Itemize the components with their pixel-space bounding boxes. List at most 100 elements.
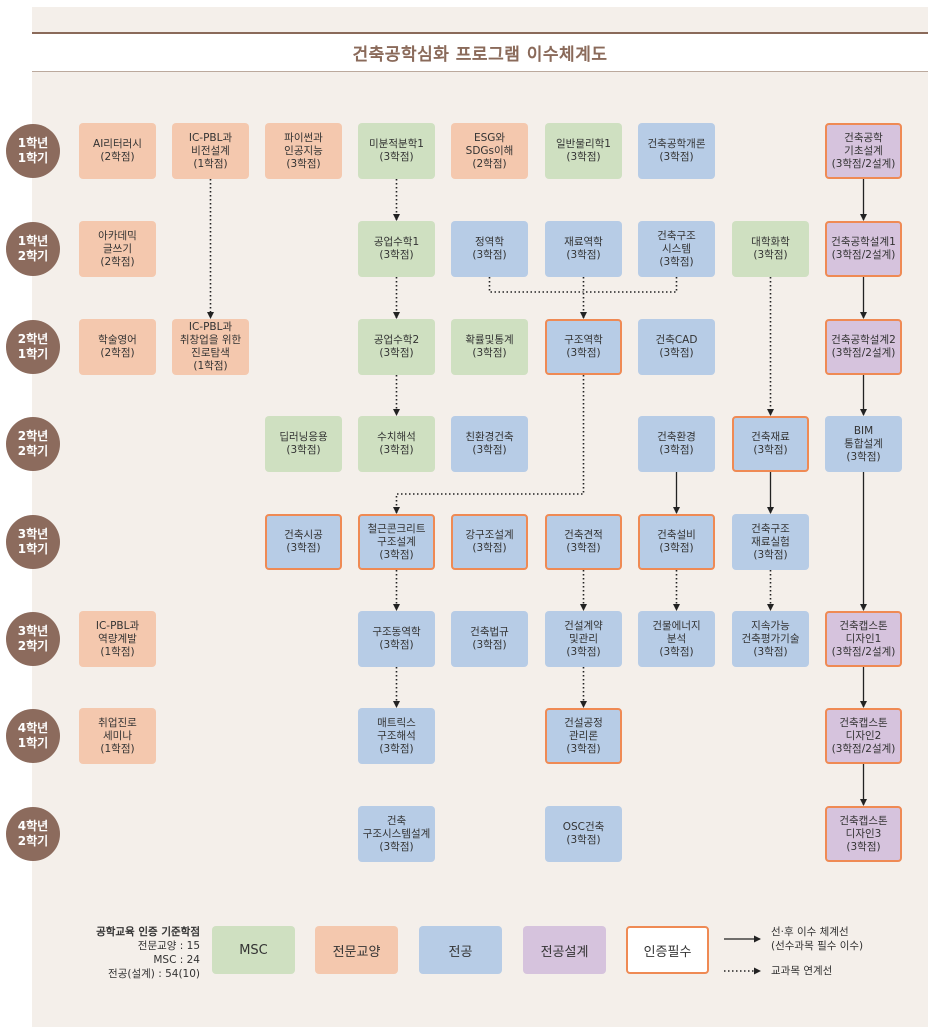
course-text: 역량계발 xyxy=(98,632,137,645)
course-eco-arch[interactable]: 친환경건축(3학점) xyxy=(451,416,528,472)
legend-major: 전공 xyxy=(419,926,502,974)
course-physics1[interactable]: 일반물리학1(3학점) xyxy=(545,123,622,179)
legend-prereq-label: 선·후 이수 체계선 (선수과목 필수 이수) xyxy=(771,925,863,953)
course-text: 건축캡스톤 xyxy=(839,814,888,827)
course-academic-english[interactable]: 학술영어(2학점) xyxy=(79,319,156,375)
course-osc[interactable]: OSC건축(3학점) xyxy=(545,806,622,862)
course-text: 건축 xyxy=(386,814,407,827)
course-probability[interactable]: 확률및통계(3학점) xyxy=(451,319,528,375)
page-title: 건축공학심화 프로그램 이수체계도 xyxy=(352,45,608,65)
title-bar: 건축공학심화 프로그램 이수체계도 xyxy=(32,32,928,72)
course-calculus1[interactable]: 미분적분학1(3학점) xyxy=(358,123,435,179)
course-text: (3학점) xyxy=(659,347,694,359)
course-text: (3학점/2설계) xyxy=(831,157,896,170)
course-text: 취업진로 xyxy=(98,716,137,729)
course-text: (3학점) xyxy=(472,249,507,261)
course-deep-learning[interactable]: 딥러닝응용(3학점) xyxy=(265,416,342,472)
course-text: 건축환경 xyxy=(657,431,696,443)
credit-line: MSC : 24 xyxy=(153,954,200,966)
course-construction[interactable]: 건축시공(3학점) xyxy=(265,514,342,570)
semester-label: 2학기 xyxy=(17,249,49,263)
semester-label: 1학기 xyxy=(17,151,49,165)
course-text: (3학점) xyxy=(753,249,788,261)
course-text: 건축법규 xyxy=(470,626,509,638)
course-text: (3학점/2설계) xyxy=(831,742,896,755)
course-text: 구조동역학 xyxy=(372,626,421,638)
course-text: 지속가능 xyxy=(751,619,790,632)
course-text: 매트릭스 xyxy=(377,716,416,729)
course-text: ESG와 xyxy=(473,131,506,144)
course-text: 디자인3 xyxy=(845,827,882,840)
legend-certification-required: 인증필수 xyxy=(626,926,709,974)
course-text: 정역학 xyxy=(475,236,504,248)
course-text: (2학점) xyxy=(472,157,507,170)
course-arch-material[interactable]: 건축재료(3학점) xyxy=(732,416,809,472)
course-text: (3학점) xyxy=(753,548,788,561)
course-struct-dynamics[interactable]: 구조동역학(3학점) xyxy=(358,611,435,667)
course-statics[interactable]: 정역학(3학점) xyxy=(451,221,528,277)
course-text: 및관리 xyxy=(569,632,598,645)
course-text: (2학점) xyxy=(100,255,135,268)
semester-label: 1학기 xyxy=(17,347,49,361)
course-text: 수치해석 xyxy=(377,431,416,443)
semester-label: 1학년 xyxy=(17,136,49,150)
course-design1[interactable]: 건축공학설계1(3학점/2설계) xyxy=(825,221,902,277)
course-struct-mechanics[interactable]: 구조역학(3학점) xyxy=(545,319,622,375)
course-eng-math1[interactable]: 공업수학1(3학점) xyxy=(358,221,435,277)
course-building-code[interactable]: 건축법규(3학점) xyxy=(451,611,528,667)
semester-label: 2학기 xyxy=(17,834,49,848)
course-arch-cad[interactable]: 건축CAD(3학점) xyxy=(638,319,715,375)
credit-line: 전공(설계) : 54(10) xyxy=(108,968,200,980)
course-text: 친환경건축 xyxy=(465,431,514,443)
course-text: 건축캡스톤 xyxy=(839,716,888,729)
course-text: 세미나 xyxy=(103,729,132,742)
course-text: (3학점) xyxy=(753,444,788,456)
semester-label: 1학기 xyxy=(17,542,49,556)
course-steel-design[interactable]: 강구조설계(3학점) xyxy=(451,514,528,570)
legend-general-education: 전문교양 xyxy=(315,926,398,974)
course-design2[interactable]: 건축공학설계2(3학점/2설계) xyxy=(825,319,902,375)
course-text: 미분적분학1 xyxy=(369,138,424,150)
course-text: 진로탐색 xyxy=(191,347,230,359)
course-estimating[interactable]: 건축견적(3학점) xyxy=(545,514,622,570)
course-text: (3학점) xyxy=(659,542,694,554)
course-text: (3학점) xyxy=(379,840,414,853)
course-numerical[interactable]: 수치해석(3학점) xyxy=(358,416,435,472)
semester-label: 2학년 xyxy=(17,429,49,443)
course-text: 건축CAD xyxy=(655,334,698,346)
course-eng-math2[interactable]: 공업수학2(3학점) xyxy=(358,319,435,375)
course-equipment[interactable]: 건축설비(3학점) xyxy=(638,514,715,570)
course-arch-env[interactable]: 건축환경(3학점) xyxy=(638,416,715,472)
course-chemistry[interactable]: 대학화학(3학점) xyxy=(732,221,809,277)
course-literacy[interactable]: AI리터러시(2학점) xyxy=(79,123,156,179)
course-mech-materials[interactable]: 재료역학(3학점) xyxy=(545,221,622,277)
course-text: (3학점) xyxy=(566,742,601,755)
course-intro-arch[interactable]: 건축공학개론(3학점) xyxy=(638,123,715,179)
course-text: 파이썬과 xyxy=(284,131,323,144)
